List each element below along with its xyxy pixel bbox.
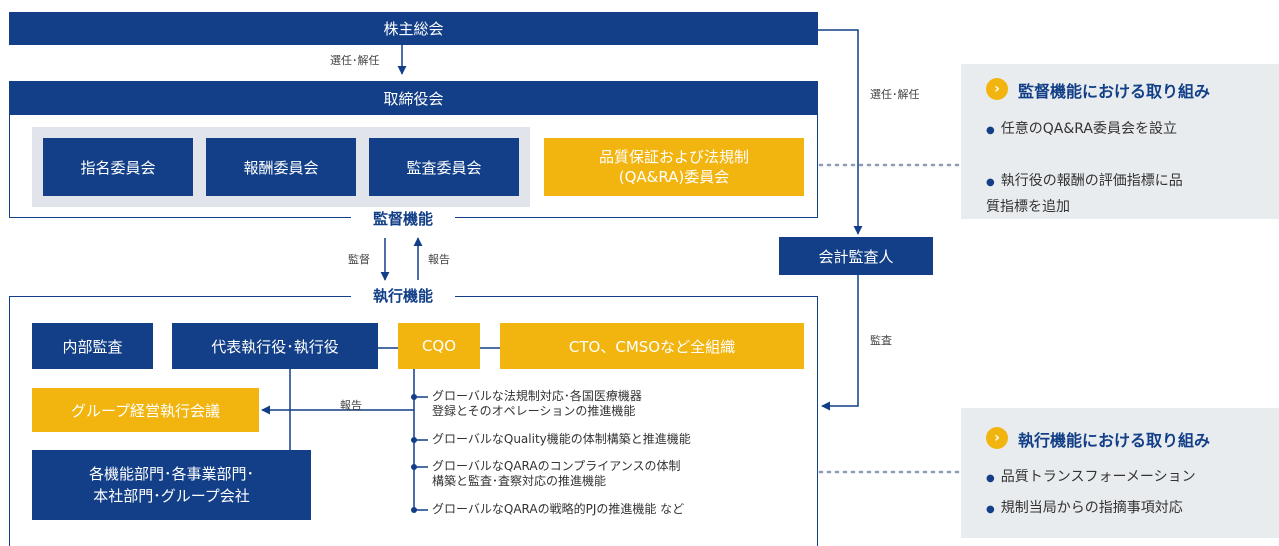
shareholders-meeting-box: 株主総会 — [9, 12, 818, 45]
accounting-auditor-box: 会計監査人 — [779, 237, 933, 275]
report-label-up: 報告 — [428, 253, 450, 266]
nomination-committee: 指名委員会 — [43, 138, 193, 196]
report-label-left: 報告 — [340, 399, 362, 412]
internal-audit-box: 内部監査 — [32, 323, 153, 369]
execution-function-label: 執行機能 — [351, 285, 455, 307]
executives-box: 代表執行役･執行役 — [172, 323, 378, 369]
elect-dismiss-label-right: 選任･解任 — [870, 88, 920, 101]
cqo-function-1: グローバルな法規制対応･各国医療機器 登録とそのオペレーションの推進機能 — [432, 389, 642, 418]
supervisory-panel-item-2: ●執行役の報酬の評価指標に品 質指標を追加 — [986, 173, 1183, 215]
cto-organization-box: CTO、CMSOなど全組織 — [500, 323, 804, 369]
chevron-right-icon: › — [986, 78, 1008, 100]
execution-panel-title: 執行機能における取り組み — [1018, 431, 1211, 450]
execution-panel-item-2: ●規制当局からの指摘事項対応 — [986, 500, 1183, 516]
execution-panel-item-1: ●品質トランスフォーメーション — [986, 469, 1196, 485]
bullet-dot-icon: ● — [986, 473, 995, 484]
departments-box: 各機能部門･各事業部門･ 本社部門･グループ会社 — [32, 450, 311, 520]
elect-dismiss-label-left: 選任･解任 — [330, 54, 380, 67]
cqo-function-4: グローバルなQARAの戦略的PJの推進機能 など — [432, 502, 685, 516]
supervisory-panel-item-1: ●任意のQA&RA委員会を設立 — [986, 121, 1177, 137]
bullet-dot-icon: ● — [986, 504, 995, 515]
board-of-directors-box: 取締役会 — [9, 81, 818, 115]
group-management-meeting-box: グループ経営執行会議 — [32, 388, 259, 432]
supervisory-panel-title: 監督機能における取り組み — [1018, 82, 1211, 101]
cqo-box: CQO — [398, 323, 480, 369]
compensation-committee: 報酬委員会 — [206, 138, 356, 196]
qara-committee: 品質保証および法規制 (QA&RA)委員会 — [544, 138, 804, 196]
chevron-right-icon: › — [986, 427, 1008, 449]
supervise-label: 監督 — [348, 253, 370, 266]
audit-committee: 監査委員会 — [369, 138, 519, 196]
supervisory-initiatives-panel — [961, 64, 1279, 219]
bullet-dot-icon: ● — [986, 125, 995, 136]
bullet-dot-icon: ● — [986, 177, 995, 188]
audit-label: 監査 — [870, 334, 892, 347]
supervisory-function-label: 監督機能 — [351, 208, 455, 230]
cqo-function-3: グローバルなQARAのコンプライアンスの体制 構築と監査･査察対応の推進機能 — [432, 459, 681, 488]
execution-initiatives-panel — [961, 408, 1279, 538]
cqo-function-2: グローバルなQuality機能の体制構築と推進機能 — [432, 432, 691, 446]
